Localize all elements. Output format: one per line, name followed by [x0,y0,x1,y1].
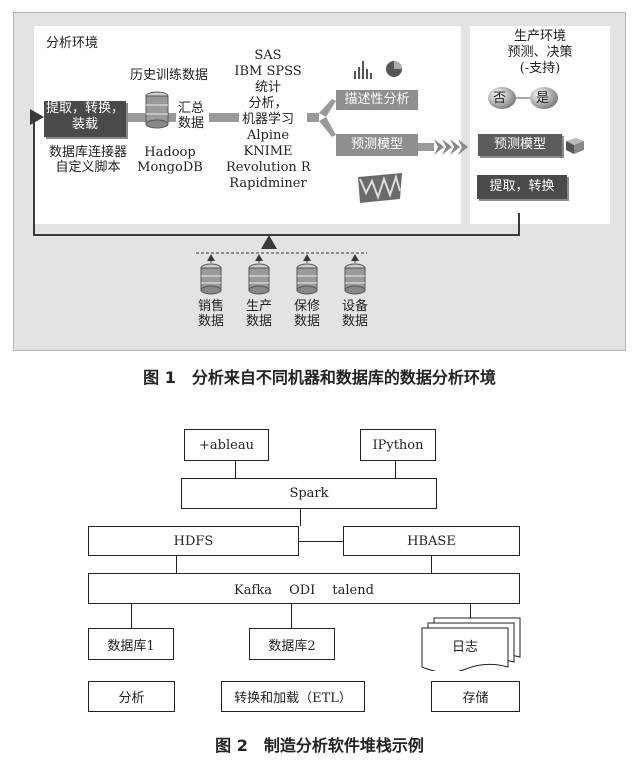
ingest-to-db1-line [131,604,132,628]
production-extract-transform-box: 提取，转换 [477,175,567,199]
etl-line-1: 提取，转换， [45,101,124,116]
cube-icon [566,138,584,154]
extract-transform-load-box: 提取，转换， 装载 [44,101,126,137]
tool-analysis: 分析， [248,96,288,111]
tableau-box: +ableau [184,429,269,461]
tool-revolution-r: Revolution R [226,160,311,175]
figure-2-caption: 图 2 制造分析软件堆栈示例 [215,736,424,755]
prod-env-line-1: 生产环境 [513,29,566,44]
descriptive-analysis-box: 描述性分析 [336,90,418,110]
ingest-to-db2-line [291,604,292,628]
analysis-environment-label: 分析环境 [46,36,99,51]
summary-data-label: 汇总 数据 [174,101,208,131]
summary-line-2: 数据 [177,116,204,131]
database-1-box: 数据库1 [88,628,174,660]
production-line-1: 生产 [245,299,272,314]
mini-charts-icon [354,61,402,79]
source-equipment: 设备数据 [338,263,372,329]
spark-to-storage-line [300,509,301,526]
yes-label: 是 [536,91,550,106]
figure-1-connectors [30,99,520,271]
figure-1: 分析环境 历史训练数据 提取，转换， 装载 数据库连接器 自定义脚本 汇总 数据… [13,12,626,351]
source-sales: 销售数据 [194,263,228,329]
tool-statistics: 统计 [254,80,281,95]
hdfs-to-ingest-line [176,556,177,573]
warranty-line-2: 数据 [293,314,320,329]
historical-training-data-label: 历史训练数据 [130,68,209,83]
ipython-box: IPython [360,429,436,461]
production-predictive-model-box: 预测模型 [478,134,562,156]
summary-line-1: 汇总 [177,101,204,116]
source-warranty: 保修数据 [290,263,324,329]
tool-sas: SAS [254,48,282,63]
source-production: 生产数据 [242,263,276,329]
production-db-icon [248,263,270,295]
database-icon [145,91,169,129]
decision-spheres-icon [488,87,558,109]
tool-knime: KNIME [243,144,293,159]
log-documents-icon [421,617,521,671]
db-connector-label: 数据库连接器 自定义脚本 [40,145,136,175]
warranty-line-1: 保修 [293,299,320,314]
sales-line-1: 销售 [197,299,224,314]
sales-db-icon [200,263,222,295]
sales-line-2: 数据 [197,314,224,329]
equipment-db-icon [344,263,366,295]
warranty-db-icon [296,263,318,295]
equipment-data-label: 设备数据 [338,299,372,329]
ingestion-tools-box: Kafka ODI talend [88,573,520,604]
hdfs-box: HDFS [88,526,299,556]
db-connector-line-2: 自定义脚本 [55,160,121,175]
surface-plot-icon [358,173,402,203]
hadoop-mongodb-label: Hadoop MongoDB [132,145,208,175]
tool-alpine: Alpine [246,128,290,143]
sales-data-label: 销售数据 [194,299,228,329]
hdfs-hbase-line [299,541,343,542]
analysis-box: 分析 [88,681,175,712]
prod-env-line-3: (-支持) [519,61,561,76]
tableau-to-spark-line [235,461,236,478]
ingest-to-log-line [470,604,471,620]
database-2-box: 数据库2 [249,628,335,660]
tool-rapidminer: Rapidminer [229,176,307,191]
warranty-data-label: 保修数据 [290,299,324,329]
equipment-line-2: 数据 [341,314,368,329]
prod-env-line-2: 预测、决策 [507,45,573,60]
production-line-2: 数据 [245,314,272,329]
tool-ibm-spss: IBM SPSS [234,64,302,79]
tool-machine-learning: 机器学习 [241,112,294,127]
predictive-model-box: 预测模型 [336,134,418,156]
spark-box: Spark [181,478,437,509]
etl-box: 转换和加载（ETL） [221,681,365,712]
storage-box: 存储 [431,681,520,712]
etl-line-2: 装载 [71,117,98,132]
db-connector-line-1: 数据库连接器 [48,145,127,160]
ipython-to-spark-line [395,461,396,478]
production-data-label: 生产数据 [242,299,276,329]
hadoop-label: Hadoop [144,145,196,160]
analytics-tools-list: SAS IBM SPSS 统计 分析， 机器学习 Alpine KNIME Re… [226,48,311,192]
equipment-line-1: 设备 [341,299,368,314]
mongodb-label: MongoDB [137,160,203,175]
log-label: 日志 [451,640,478,655]
hbase-box: HBASE [343,526,520,556]
production-environment-label: 生产环境 预测、决策 (-支持) [470,29,610,77]
hbase-to-ingest-line [431,556,432,573]
no-label: 否 [493,91,507,106]
figure-1-caption: 图 1 分析来自不同机器和数据库的数据分析环境 [143,368,496,387]
